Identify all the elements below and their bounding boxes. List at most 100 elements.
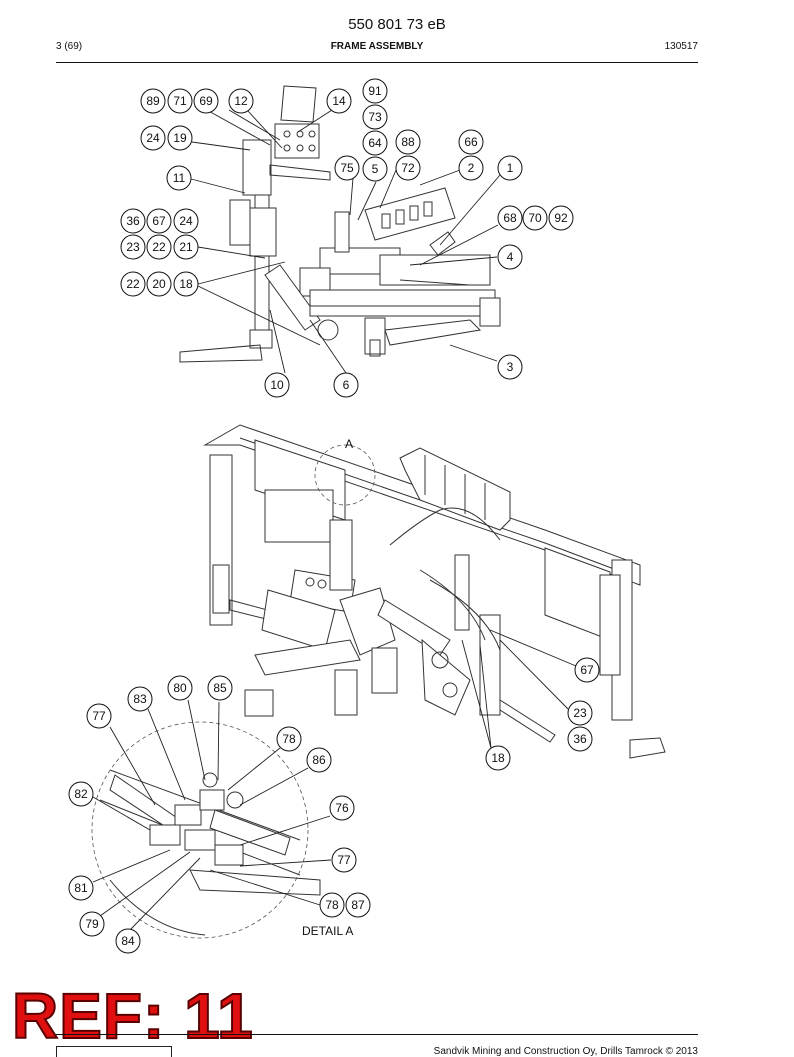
callout-83: 83: [127, 686, 153, 712]
callout-91: 91: [362, 78, 388, 104]
callout-24: 24: [140, 125, 166, 151]
callout-label: 83: [133, 692, 147, 706]
callout-label: 3: [507, 360, 514, 374]
callout-14: 14: [326, 88, 352, 114]
callout-3: 3: [497, 354, 523, 380]
callout-18: 18: [485, 745, 511, 771]
callout-label: 73: [368, 110, 382, 124]
callout-label: 22: [152, 240, 166, 254]
ref-stamp: REF: 11: [11, 980, 254, 1052]
callout-77: 77: [86, 703, 112, 729]
callout-label: 5: [372, 162, 379, 176]
callout-label: 4: [507, 250, 514, 264]
callout-label: 20: [152, 277, 166, 291]
footer-rule: [56, 1034, 698, 1035]
callout-69: 69: [193, 88, 219, 114]
callout-5: 5: [362, 156, 388, 182]
callout-label: 85: [213, 681, 227, 695]
detail-a-drawing: [91, 444, 376, 939]
callout-label: 18: [179, 277, 193, 291]
header-row: FRAME ASSEMBLY 3 (69) 130517: [56, 41, 698, 55]
callout-68: 68: [497, 205, 523, 231]
callout-10: 10: [264, 372, 290, 398]
top-view-drawing: [179, 85, 501, 363]
callout-75: 75: [334, 155, 360, 181]
callout-2: 2: [458, 155, 484, 181]
callout-label: 68: [503, 211, 517, 225]
callout-label: 19: [173, 131, 187, 145]
callout-24: 24: [173, 208, 199, 234]
callout-89: 89: [140, 88, 166, 114]
callout-label: 78: [282, 732, 296, 746]
callout-label: 21: [179, 240, 193, 254]
callout-71: 71: [167, 88, 193, 114]
callout-label: 36: [126, 214, 140, 228]
callout-label: 23: [573, 706, 587, 720]
callout-86: 86: [306, 747, 332, 773]
callout-23: 23: [567, 700, 593, 726]
callout-67: 67: [574, 657, 600, 683]
callout-label: 87: [351, 898, 365, 912]
callout-11: 11: [166, 165, 192, 191]
detail-marker-a: A: [345, 437, 353, 451]
callout-66: 66: [458, 129, 484, 155]
callout-label: 84: [121, 934, 135, 948]
callout-36: 36: [120, 208, 146, 234]
callout-label: 64: [368, 136, 382, 150]
callout-70: 70: [522, 205, 548, 231]
callout-label: 22: [126, 277, 140, 291]
callout-79: 79: [79, 911, 105, 937]
callout-23: 23: [120, 234, 146, 260]
detail-a-label: DETAIL A: [302, 924, 353, 938]
callout-6: 6: [333, 372, 359, 398]
callout-36: 36: [567, 726, 593, 752]
callout-label: 70: [528, 211, 542, 225]
isometric-drawing: [203, 424, 666, 759]
callout-76: 76: [329, 795, 355, 821]
callout-20: 20: [146, 271, 172, 297]
callout-67: 67: [146, 208, 172, 234]
revision-code: 130517: [664, 41, 698, 52]
callout-19: 19: [167, 125, 193, 151]
callout-82: 82: [68, 781, 94, 807]
callout-label: 6: [343, 378, 350, 392]
callout-18: 18: [173, 271, 199, 297]
callout-label: 11: [173, 171, 186, 185]
callout-80: 80: [167, 675, 193, 701]
footer-copyright: Sandvik Mining and Construction Oy, Dril…: [433, 1046, 698, 1057]
callout-label: 10: [270, 378, 284, 392]
callout-88: 88: [395, 129, 421, 155]
callout-label: 82: [74, 787, 88, 801]
callout-label: 24: [179, 214, 193, 228]
callout-78: 78: [319, 892, 345, 918]
leader-lines: [92, 108, 577, 932]
callout-label: 14: [332, 94, 346, 108]
callout-label: 86: [312, 753, 326, 767]
callout-label: 24: [146, 131, 160, 145]
callout-label: 79: [85, 917, 99, 931]
callout-22: 22: [146, 234, 172, 260]
callout-label: 1: [507, 161, 514, 175]
callout-4: 4: [497, 244, 523, 270]
callout-72: 72: [395, 155, 421, 181]
callout-label: 23: [126, 240, 140, 254]
header-rule: [56, 62, 698, 63]
callout-1: 1: [497, 155, 523, 181]
callout-label: 80: [173, 681, 187, 695]
callout-label: 18: [491, 751, 505, 765]
callout-label: 69: [199, 94, 213, 108]
callout-label: 91: [368, 84, 382, 98]
callout-12: 12: [228, 88, 254, 114]
callout-21: 21: [173, 234, 199, 260]
callout-label: 77: [337, 853, 351, 867]
callout-label: 66: [464, 135, 478, 149]
callout-label: 67: [580, 663, 594, 677]
callout-label: 78: [325, 898, 339, 912]
callout-label: 67: [152, 214, 166, 228]
callout-label: 72: [401, 161, 415, 175]
callout-label: 81: [74, 881, 88, 895]
callout-84: 84: [115, 928, 141, 954]
callout-81: 81: [68, 875, 94, 901]
callout-label: 89: [146, 94, 160, 108]
page-number: 3 (69): [56, 41, 83, 52]
